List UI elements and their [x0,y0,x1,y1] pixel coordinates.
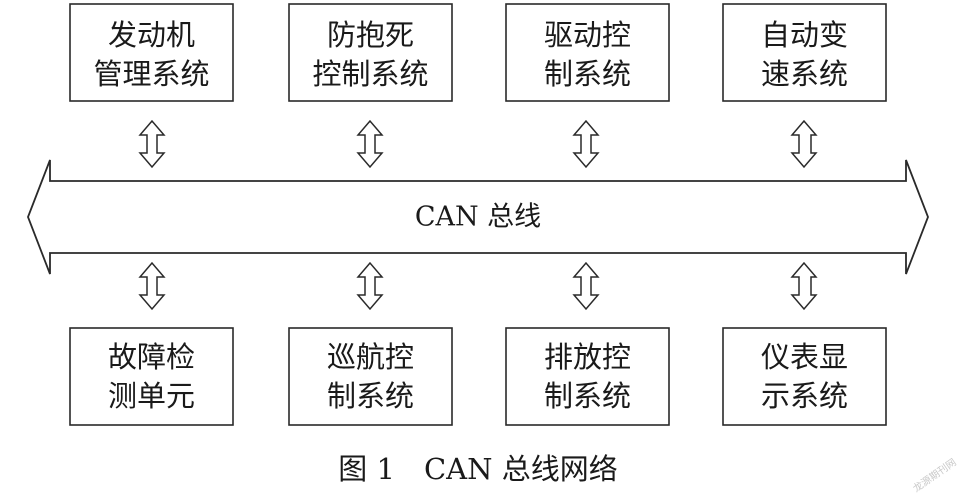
node-box [288,327,453,426]
double-arrow-icon [572,119,600,169]
node-box [505,3,670,102]
node-box [722,3,887,102]
double-arrow-icon [356,119,384,169]
node-box [69,3,234,102]
node-label-line2: 速系统 [761,57,848,91]
top-node-abs-control: 防抱死 控制系统 [288,3,453,102]
double-arrow-icon [138,119,166,169]
node-box [69,327,234,426]
node-label-line1: 巡航控 [327,340,414,374]
double-arrow-icon [356,261,384,311]
node-label-line1: 排放控 [544,340,631,374]
node-label-line2: 制系统 [327,379,414,413]
node-box [288,3,453,102]
node-label-line2: 制系统 [544,379,631,413]
bottom-node-fault-detection: 故障检 测单元 [69,327,234,426]
figure-caption: 图 1 CAN 总线网络 [338,452,617,486]
double-arrow-icon [138,261,166,311]
can-bus-arrow [27,159,929,275]
node-label-line1: 自动变 [761,18,848,52]
node-label-line2: 管理系统 [93,57,209,91]
node-label-line1: 故障检 [108,340,195,374]
node-box [722,327,887,426]
double-arrow-icon [572,261,600,311]
node-label-line2: 测单元 [108,379,195,413]
top-node-engine-management: 发动机 管理系统 [69,3,234,102]
node-box [505,327,670,426]
node-label-line1: 仪表显 [761,340,848,374]
watermark: 龙源期刊网 [910,456,958,494]
top-node-drive-control: 驱动控 制系统 [505,3,670,102]
bottom-node-instrument-display: 仪表显 示系统 [722,327,887,426]
can-bus-label: CAN 总线 [415,202,541,233]
node-label-line2: 制系统 [544,57,631,91]
node-label-line2: 示系统 [761,379,848,413]
node-label-line1: 驱动控 [544,18,631,52]
node-label-line2: 控制系统 [312,57,428,91]
bottom-node-emission-control: 排放控 制系统 [505,327,670,426]
top-node-automatic-transmission: 自动变 速系统 [722,3,887,102]
double-arrow-icon [790,119,818,169]
double-arrow-icon [790,261,818,311]
node-label-line1: 发动机 [108,18,195,52]
node-label-line1: 防抱死 [327,18,414,52]
bottom-node-cruise-control: 巡航控 制系统 [288,327,453,426]
